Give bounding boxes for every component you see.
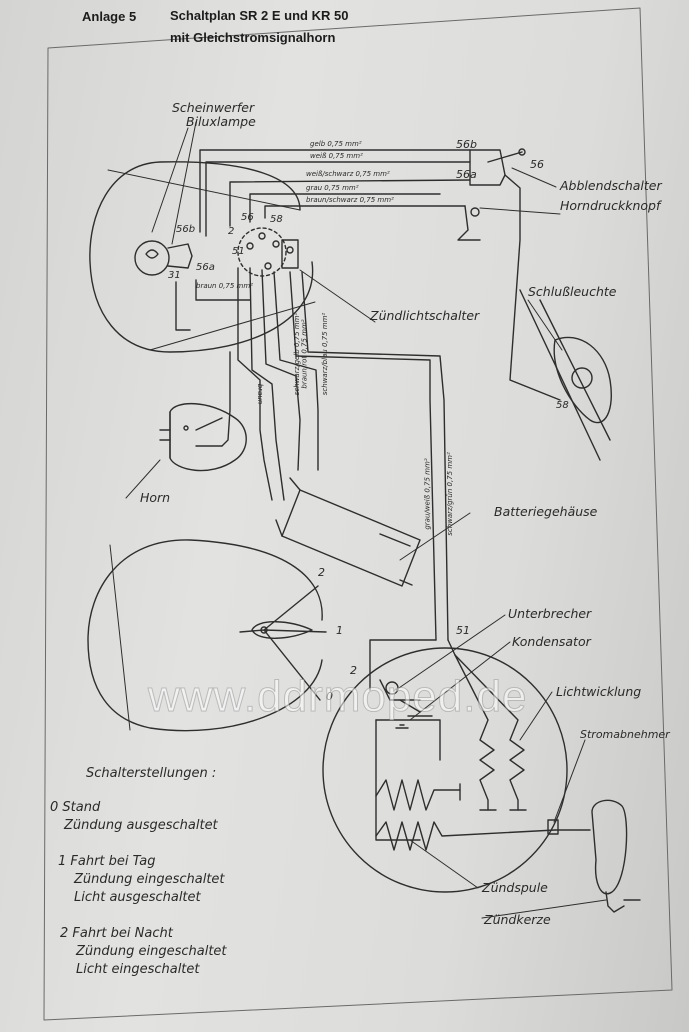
legend-heading: Schalterstellungen : [86,766,217,781]
wire-bundle-top [199,148,561,401]
subtitle-text: mit Gleichstromsignalhorn [170,30,336,45]
terminal-56-right: 56 [530,158,544,171]
headlight-housing [89,161,316,353]
wire-label-schwarz-gruen: schwarz/grün 0,75 mm² [445,452,454,536]
title-label: Anlage 5 [82,9,137,24]
legend-pos1-line3: Licht ausgeschaltet [74,890,201,905]
magneto-generator [322,639,568,893]
terminal-56b-left: 56b [176,224,196,235]
spark-plug-connector [547,799,641,913]
title-text: Schaltplan SR 2 E und KR 50 [170,8,349,23]
horn-button [457,205,481,241]
terminal-51-generator: 51 [456,624,470,637]
wire-label-braun: braun 0,75 mm² [196,282,253,290]
battery-box [275,477,421,587]
wire-label-braun-short: braun [256,383,265,405]
terminal-2-generator: 2 [350,664,357,677]
wire-label-grau-weiss: grau/weiß 0,75 mm² [423,458,432,530]
terminal-51-center: 51 [232,246,245,257]
switch-position-0: 0 [326,690,333,703]
wire-label-gelb: gelb 0,75 mm² [310,140,362,148]
switch-position-2: 2 [318,566,325,579]
label-horn: Horn [140,490,171,505]
terminal-56a-right: 56a [456,168,477,181]
ignition-light-switch-block [237,227,299,277]
label-zuendspule: Zündspule [482,880,548,895]
legend-pos2-line3: Licht eingeschaltet [76,962,200,977]
headlight-lower-housing [87,539,327,732]
label-zuendlichtschalter: Zündlichtschalter [370,308,480,323]
label-schlussleuchte: Schlußleuchte [528,284,617,299]
label-batteriegehaeuse: Batteriegehäuse [494,504,598,519]
wire-label-schwarz-blau: schwarz/blau 0,75 mm² [321,312,330,396]
wire-label-weiss: weiß 0,75 mm² [310,152,363,160]
watermark-text: www.ddrmoped.de [147,672,528,722]
label-scheinwerfer: Scheinwerfer [172,100,255,115]
label-biluxlampe: Biluxlampe [186,114,256,129]
label-kondensator: Kondensator [512,634,591,649]
label-abblendschalter: Abblendschalter [560,178,662,193]
wire-label-weiss-schwarz: weiß/schwarz 0,75 mm² [306,170,390,178]
legend-pos0-line2: Zündung ausgeschaltet [64,818,218,833]
legend-pos2-line1: 2 Fahrt bei Nacht [60,926,173,941]
terminal-56a-left: 56a [196,262,215,273]
page-border [43,7,673,1021]
wire-label-braun-rot: braun/rot 0,75 mm² [300,319,309,389]
legend-pos0-line1: 0 Stand [50,800,101,815]
legend-pos1-line2: Zündung eingeschaltet [74,872,225,887]
terminal-2-center: 2 [228,226,235,237]
leader-lines [125,121,607,919]
terminal-56-center: 56 [241,212,254,223]
wire-harness-vertical [175,267,449,641]
legend-pos1-line1: 1 Fahrt bei Tag [58,854,156,869]
terminal-58-center: 58 [270,214,283,225]
terminal-56b-right: 56b [456,138,477,151]
label-lichtwicklung: Lichtwicklung [556,684,642,699]
horn-unit [159,402,247,472]
legend-pos2-line2: Zündung eingeschaltet [76,944,227,959]
label-horndruckknopf: Horndruckknopf [560,198,661,213]
terminal-58-tail: 58 [556,400,569,411]
switch-position-1: 1 [336,624,343,637]
tail-light [519,289,612,461]
label-stromabnehmer: Stromabnehmer [580,728,670,741]
wire-label-braun-schwarz: braun/schwarz 0,75 mm² [306,196,394,204]
bilux-lamp [134,240,193,276]
label-zuendkerze: Zündkerze [484,912,551,927]
wire-label-grau: grau 0,75 mm² [306,184,359,192]
terminal-31: 31 [168,270,181,281]
label-unterbrecher: Unterbrecher [508,606,592,621]
